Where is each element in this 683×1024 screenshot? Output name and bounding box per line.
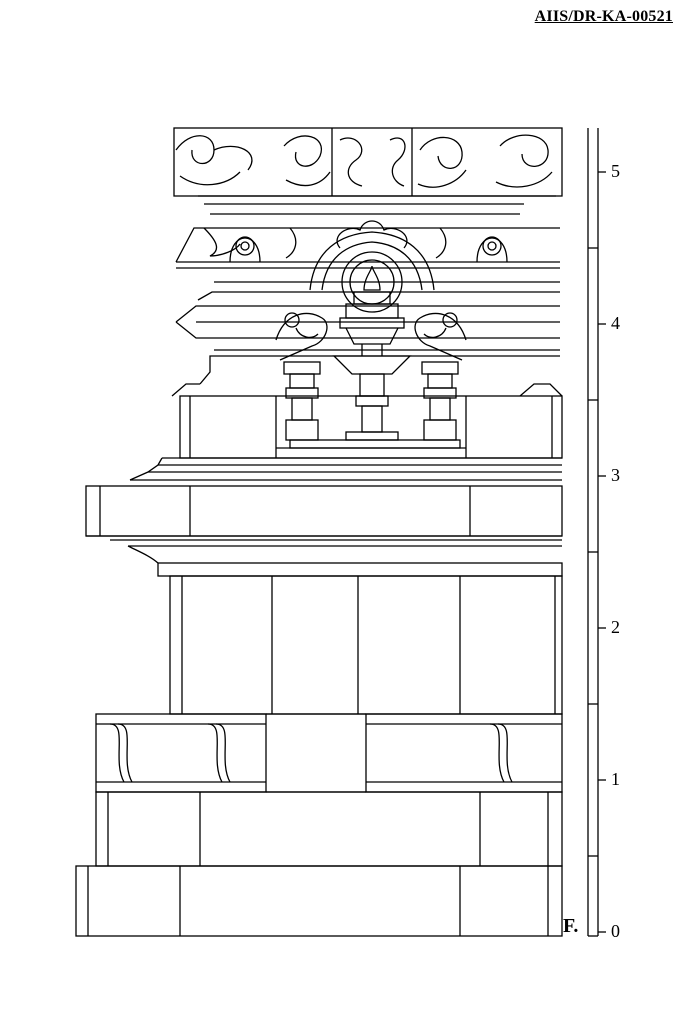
scale-label-5: 5 xyxy=(611,161,620,181)
scale-label-2: 2 xyxy=(611,617,620,637)
niche-shrine xyxy=(276,220,466,449)
frieze-band xyxy=(173,127,563,197)
base-plinth xyxy=(75,865,563,937)
right-moulding-block xyxy=(365,713,563,793)
left-moulding-block xyxy=(95,713,267,793)
central-recess xyxy=(266,713,366,793)
document-id: AIIS/DR-KA-00521 xyxy=(534,8,673,25)
scale-label-3: 3 xyxy=(611,465,620,485)
floor-label: F. xyxy=(563,915,579,937)
scale-label-0: 0 xyxy=(611,921,620,941)
medallion-left xyxy=(229,236,261,263)
scale-label-4: 4 xyxy=(611,313,620,333)
scale-ticks xyxy=(588,171,606,933)
cornice-band xyxy=(85,457,563,577)
medallion-right xyxy=(476,236,508,263)
upper-tier-wall xyxy=(171,383,563,459)
wall-section xyxy=(169,575,563,715)
right-pillar xyxy=(414,312,467,441)
left-pillar xyxy=(275,312,328,441)
base-second-course xyxy=(95,791,563,867)
scale-label-1: 1 xyxy=(611,769,620,789)
scale-bar xyxy=(587,128,606,937)
